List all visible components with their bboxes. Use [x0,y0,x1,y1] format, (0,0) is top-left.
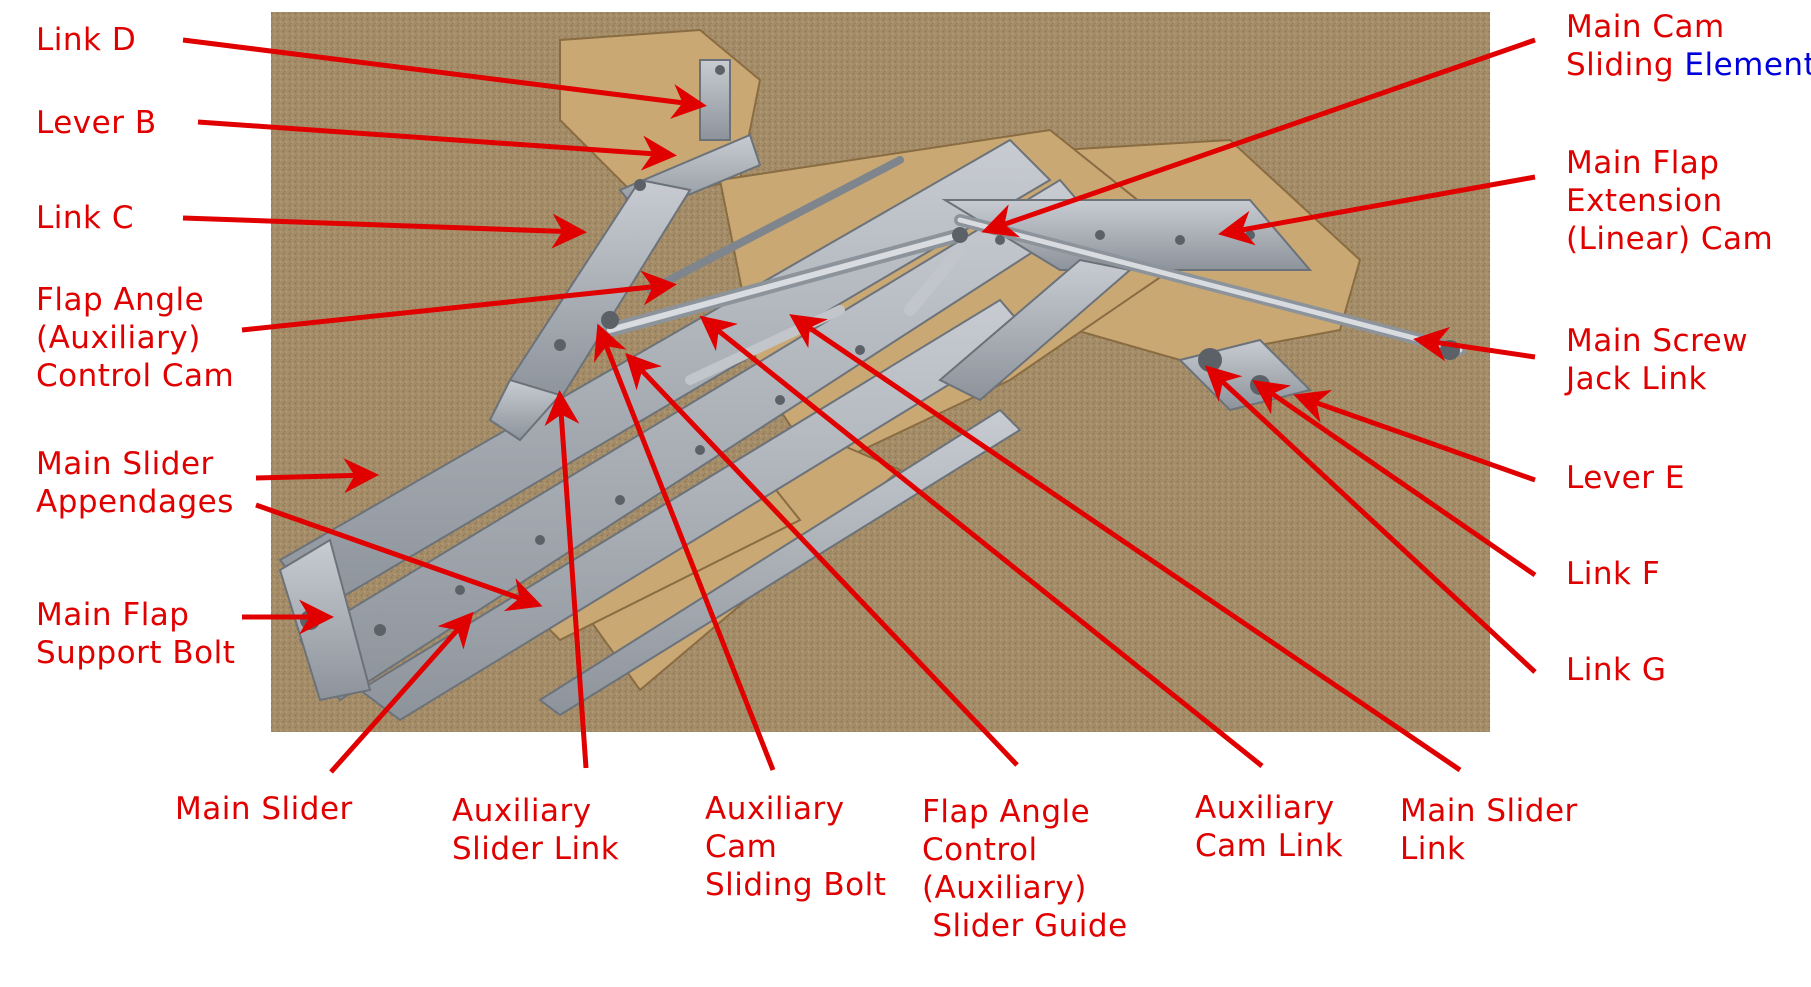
label-line: Auxiliary [452,793,592,829]
label-line: Main Flap [1566,145,1720,181]
arrow-lever-b [197,119,677,171]
label-link-g: Link G [1566,652,1667,688]
arrow-flap-angle-control-cam [241,270,677,333]
label-line: (Auxiliary) [922,870,1087,906]
label-lever-b: Lever B [36,105,157,141]
arrow-lever-e [1293,389,1536,483]
label-link-f: Link F [1566,556,1661,592]
rods [603,156,1466,385]
label-line: Support Bolt [36,635,236,671]
arrow-link-f [1252,380,1537,578]
arrow-link-d [182,37,707,119]
label-line: Control Cam [36,358,235,394]
arrow-link-g [1204,365,1537,674]
label-main-slider-link: Main Slider Link [1400,792,1578,868]
label-line: Main Cam [1566,9,1725,45]
label-main-screw-jack-link: Main Screw Jack Link [1566,322,1748,398]
label-lever-e: Lever E [1566,460,1685,496]
arrow-flap-angle-control-slider-guide [625,352,1019,767]
label-line: Cam [705,829,778,865]
label-line: Control [922,832,1038,868]
label-line: Main Slider [1400,793,1578,829]
label-line: (Linear) Cam [1566,221,1774,257]
leader-arrows [182,37,1537,774]
photo [271,12,1490,732]
label-line: Sliding Bolt [705,867,887,903]
label-line: Sliding Element [1566,46,1811,84]
label-line: Extension [1566,183,1723,219]
label-line: Cam Link [1195,828,1344,864]
arrow-main-slider-appendages-2 [255,502,543,612]
label-line: Slider Link [452,831,620,867]
arrow-main-slider-appendages-1 [255,458,379,494]
label-auxiliary-cam-sliding-bolt: Auxiliary Cam Sliding Bolt [705,790,886,904]
label-line: Flap Angle [36,282,205,318]
arrow-main-slider-link [789,314,1462,773]
label-fragment-highlight: Element [1684,47,1811,83]
label-line: Slider Guide [922,908,1128,944]
label-link-d: Link D [36,22,137,58]
arrow-auxiliary-cam-sliding-bolt [593,323,776,771]
label-main-slider: Main Slider [175,791,353,827]
label-main-flap-support-bolt: Main Flap Support Bolt [36,596,235,672]
arrow-auxiliary-cam-link [699,315,1264,768]
label-main-flap-extension-cam: Main Flap Extension (Linear) Cam [1566,144,1773,258]
arrow-main-flap-extension-cam [1218,174,1536,246]
label-line: Main Screw [1566,323,1749,359]
label-line: Appendages [36,484,234,520]
label-main-cam-sliding-element: Main Cam Sliding Element [1566,8,1811,84]
label-line: Auxiliary [705,791,845,827]
label-line: Main Flap [36,597,190,633]
label-main-slider-appendages: Main Slider Appendages [36,445,234,521]
label-line: Jack Link [1566,361,1707,397]
arrow-main-slider [329,611,474,774]
label-line: Flap Angle [922,794,1091,830]
label-fragment: Sliding [1566,47,1685,83]
label-line: Auxiliary [1195,790,1335,826]
arrow-link-c [182,213,587,249]
label-flap-angle-control-slider-guide: Flap Angle Control (Auxiliary) Slider Gu… [922,793,1128,945]
label-auxiliary-slider-link: Auxiliary Slider Link [452,792,619,868]
label-line: Link [1400,831,1466,867]
arrow-auxiliary-slider-link [544,390,589,769]
label-line: (Auxiliary) [36,320,201,356]
label-link-c: Link C [36,200,134,236]
arrow-main-screw-jack-link [1413,326,1536,362]
label-auxiliary-cam-link: Auxiliary Cam Link [1195,789,1343,865]
label-line: Main Slider [36,446,214,482]
arrow-main-cam-sliding-element [981,37,1536,238]
label-flap-angle-control-cam: Flap Angle (Auxiliary) Control Cam [36,281,234,395]
